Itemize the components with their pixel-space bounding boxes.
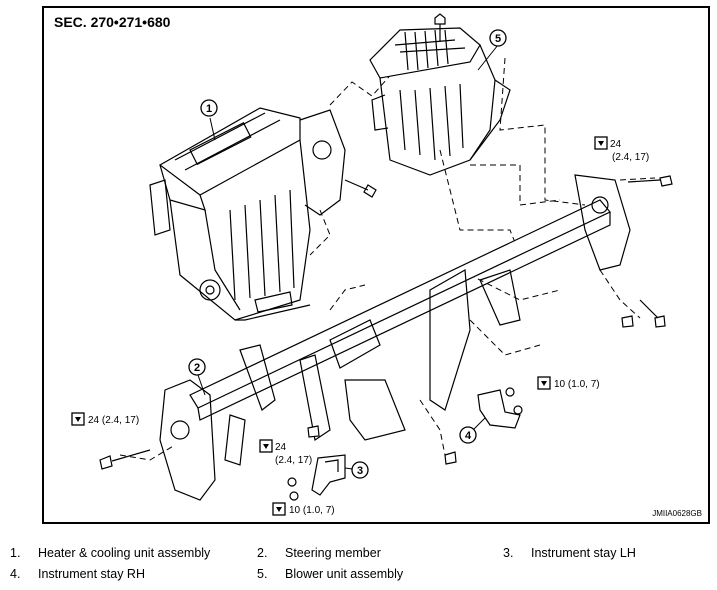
torque-wrench-icon (594, 136, 608, 150)
bolts (99, 13, 673, 501)
legend-label: Heater & cooling unit assembly (38, 546, 211, 560)
section-label: SEC. 270•271•680 (54, 14, 171, 30)
blower-unit-drawing (369, 27, 511, 176)
svg-text:3: 3 (357, 465, 363, 477)
legend-number: 4. (10, 567, 21, 581)
legend-label: Steering member (285, 546, 381, 560)
instrument-stay-lh-drawing (311, 454, 346, 496)
bolt-stay-lh-2 (289, 491, 299, 501)
legend-label: Blower unit assembly (285, 567, 404, 581)
torque-wrench-icon (259, 439, 273, 453)
legend-label: Instrument stay RH (38, 567, 145, 581)
legend-label: Instrument stay LH (531, 546, 636, 560)
legend-number: 3. (503, 546, 514, 560)
bolt-blower-top (434, 13, 446, 42)
steering-member-drawing (159, 174, 631, 501)
svg-text:10 (1.0, 7): 10 (1.0, 7) (289, 505, 335, 516)
bolt-lh-side (99, 449, 151, 470)
bolt-rh-lower1 (621, 315, 634, 328)
legend-item-5: 5. Blower unit assembly (257, 567, 403, 581)
torque-spec-5: 10 (1.0, 7) (272, 502, 335, 516)
legend-number: 2. (257, 546, 268, 560)
callout-3: 3 (351, 461, 369, 479)
legend-item-1: 1. Heater & cooling unit assembly (10, 546, 210, 560)
heater-cooling-unit-drawing (149, 107, 346, 321)
svg-text:24 (2.4, 17): 24 (2.4, 17) (88, 415, 139, 426)
svg-text:24: 24 (610, 139, 622, 150)
torque-spec-3: 24 (2.4, 17) (259, 439, 312, 466)
callout-1: 1 (200, 99, 218, 117)
svg-text:1: 1 (206, 103, 212, 115)
bolt-stay-rh-2 (513, 405, 523, 415)
callout-2: 2 (188, 358, 206, 376)
bolt-rh-upper (627, 175, 673, 187)
svg-text:5: 5 (495, 33, 501, 45)
exploded-diagram: 1 5 2 3 4 24 (2.4, 17) 24 (2.4, 17) 24 (… (71, 13, 673, 516)
legend-item-3: 3. Instrument stay LH (503, 546, 636, 560)
torque-wrench-icon (272, 502, 286, 516)
svg-text:10 (1.0, 7): 10 (1.0, 7) (554, 379, 600, 390)
parts-legend: 1. Heater & cooling unit assembly 2. Ste… (0, 538, 717, 590)
legend-number: 1. (10, 546, 21, 560)
torque-wrench-icon (71, 412, 85, 426)
bolt-center (307, 425, 320, 438)
svg-text:(2.4, 17): (2.4, 17) (275, 455, 312, 466)
legend-number: 5. (257, 567, 268, 581)
legend-item-4: 4. Instrument stay RH (10, 567, 145, 581)
svg-text:4: 4 (465, 430, 472, 442)
callout-5: 5 (489, 29, 507, 47)
image-code: JMIIA0628GB (652, 509, 702, 518)
bolt-stay-lh-1 (287, 477, 297, 487)
bolt-lower-mid (444, 451, 457, 465)
torque-spec-1: 24 (2.4, 17) (594, 136, 649, 163)
callout-4: 4 (459, 426, 477, 444)
bolt-stay-rh-1 (505, 387, 515, 397)
bolt-heater (344, 179, 377, 198)
torque-wrench-icon (537, 376, 551, 390)
bolt-rh-lower2 (639, 299, 666, 328)
torque-spec-4: 10 (1.0, 7) (537, 376, 600, 390)
instrument-stay-rh-drawing (477, 389, 521, 429)
legend-item-2: 2. Steering member (257, 546, 381, 560)
svg-text:24: 24 (275, 442, 287, 453)
torque-spec-2: 24 (2.4, 17) (71, 412, 139, 426)
svg-text:2: 2 (194, 362, 200, 374)
svg-text:(2.4, 17): (2.4, 17) (612, 152, 649, 163)
